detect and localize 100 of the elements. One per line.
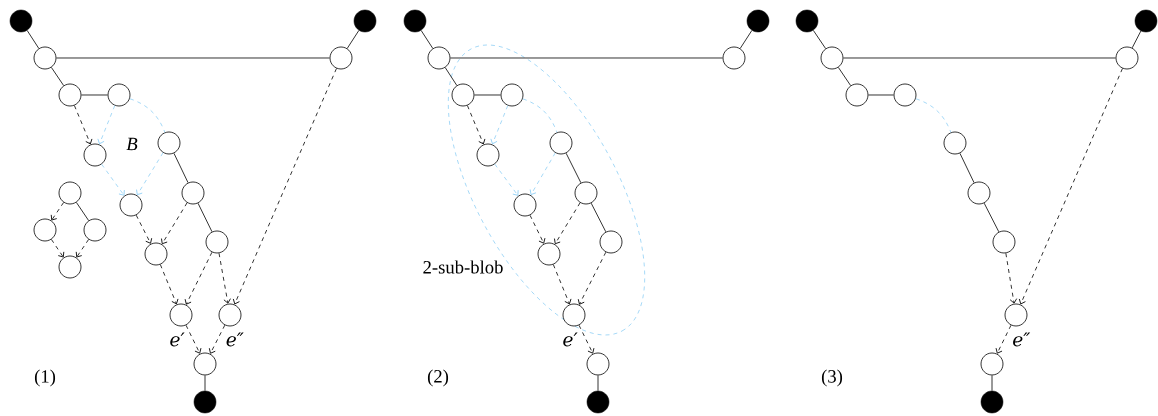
vertex-circle <box>562 303 586 327</box>
edge-line <box>991 375 993 392</box>
blob-label: 2-sub-blob <box>421 259 505 275</box>
vertex-circle <box>33 46 57 70</box>
arrow <box>490 105 509 145</box>
vertex-circle <box>58 255 82 279</box>
arrow <box>51 239 65 258</box>
edge-line <box>420 30 434 49</box>
terminal-dot <box>353 9 377 33</box>
arrow <box>74 105 93 145</box>
edge-label: e′ <box>563 332 578 347</box>
vertex-circle <box>83 143 107 167</box>
vertex-circle <box>820 46 844 70</box>
edge-line <box>983 202 1000 233</box>
terminal-dot <box>1134 9 1158 33</box>
edge-line <box>522 98 558 133</box>
vertex-circle <box>845 83 869 107</box>
vertex-circle <box>500 83 524 107</box>
vertex-circle <box>107 83 131 107</box>
vertex-circle <box>599 230 623 254</box>
edge-line <box>26 30 40 49</box>
arrow <box>529 214 546 244</box>
edge-line <box>346 30 360 49</box>
vertex-circle <box>992 230 1016 254</box>
edge-line <box>197 202 213 233</box>
arrow <box>75 239 90 258</box>
arrow <box>995 324 1012 354</box>
edge-label: e″ <box>226 332 244 347</box>
terminal-dot <box>795 9 819 33</box>
arrow <box>1018 68 1123 305</box>
vertex-circle <box>144 242 168 266</box>
arrow <box>467 105 486 145</box>
vertex-circle <box>181 181 205 205</box>
vertex-circle <box>893 83 917 107</box>
arrow <box>578 324 595 354</box>
edge-line <box>444 67 458 86</box>
arrow <box>184 251 213 305</box>
vertex-circle <box>722 46 746 70</box>
vertex-circle <box>157 131 181 155</box>
edge-line <box>56 57 330 59</box>
vertex-circle <box>169 303 193 327</box>
panel-label: (2) <box>427 369 449 387</box>
vertex-circle <box>193 352 217 376</box>
terminal-dot <box>9 9 33 33</box>
edge-line <box>959 152 975 184</box>
arrow <box>577 251 607 305</box>
arrow <box>97 105 116 145</box>
vertex-circle <box>513 193 537 217</box>
vertex-circle <box>83 218 107 242</box>
panel-label: (3) <box>821 369 843 387</box>
arrow <box>554 202 581 245</box>
vertex-circle <box>119 193 143 217</box>
panel-label: (1) <box>34 369 56 387</box>
arrow <box>208 324 226 354</box>
panel-label: B <box>126 137 138 151</box>
edge-line <box>838 67 851 86</box>
edge-line <box>597 375 599 392</box>
terminal-dot <box>586 390 610 414</box>
vertex-circle <box>427 46 451 70</box>
arrow <box>50 202 65 221</box>
edge-line <box>129 98 166 133</box>
edge-line <box>450 57 723 59</box>
arrow <box>1005 252 1018 304</box>
terminal-dot <box>746 9 770 33</box>
edge-line <box>51 67 65 86</box>
edge-line <box>812 29 826 49</box>
vertex-circle <box>218 303 242 327</box>
vertex-circle <box>329 46 353 70</box>
arrow <box>185 324 202 354</box>
arrow <box>135 214 153 244</box>
edge-line <box>474 94 501 96</box>
vertex-circle <box>451 83 475 107</box>
arrow <box>529 152 556 195</box>
arrow <box>232 68 337 305</box>
terminal-dot <box>193 390 217 414</box>
vertex-circle <box>537 242 561 266</box>
vertex-circle <box>1004 303 1028 327</box>
terminal-dot <box>980 390 1004 414</box>
edge-label: e″ <box>1013 332 1031 347</box>
vertex-circle <box>943 131 967 155</box>
vertex-circle <box>58 181 82 205</box>
edge-line <box>204 375 206 392</box>
arrow <box>136 152 164 196</box>
vertex-circle <box>33 218 57 242</box>
vertex-circle <box>476 143 500 167</box>
vertex-circle <box>586 352 610 376</box>
vertex-circle <box>980 352 1004 376</box>
arrow <box>494 163 519 196</box>
edge-line <box>590 202 607 233</box>
edge-line <box>173 152 189 184</box>
vertex-circle <box>1115 46 1139 70</box>
edge-line <box>868 94 894 96</box>
terminal-dot <box>403 9 427 33</box>
edge-label: e′ <box>170 332 185 347</box>
arrow <box>161 202 188 245</box>
edge-line <box>1131 30 1142 49</box>
edge-line <box>739 30 753 49</box>
arrow <box>552 264 572 305</box>
edge-line <box>915 98 952 133</box>
vertex-circle <box>574 181 598 205</box>
